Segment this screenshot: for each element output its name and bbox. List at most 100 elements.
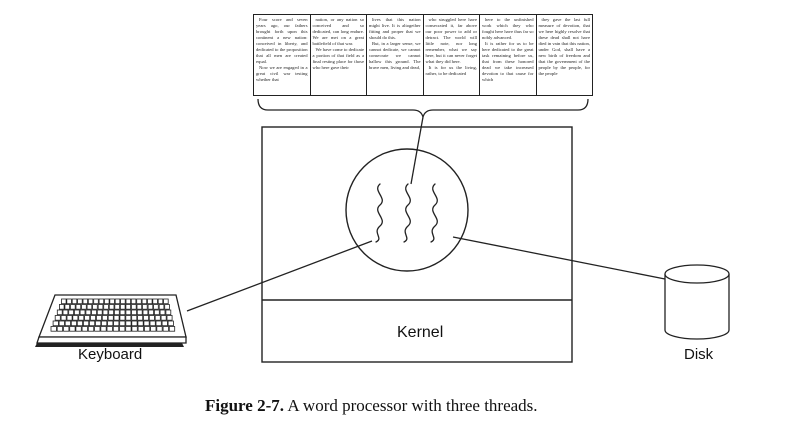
keyboard-key <box>86 304 93 310</box>
keyboard-key <box>113 320 120 327</box>
document-text-strip: Four score and seven years ago, our fath… <box>253 14 593 96</box>
keyboard-key <box>150 326 157 332</box>
keyboard-key <box>136 298 142 305</box>
figure-caption: Figure 2-7. A word processor with three … <box>205 396 538 416</box>
document-paragraph: they gave the last full measure of devot… <box>538 17 591 76</box>
keyboard-key <box>75 326 82 332</box>
line-keyboard-to-thread <box>186 240 373 312</box>
keyboard-key <box>119 320 126 327</box>
document-paragraph: who struggled here have consecrated it, … <box>425 17 478 64</box>
keyboard-key <box>113 315 120 321</box>
keyboard-key <box>89 320 96 327</box>
keyboard-key <box>114 309 120 316</box>
document-column-3: lives that this nation might live. It is… <box>367 15 424 95</box>
keyboard-key <box>69 326 76 332</box>
keyboard-key <box>92 304 98 310</box>
keyboard-key <box>76 320 84 327</box>
keyboard-key <box>125 326 132 332</box>
keyboard-key <box>125 309 132 316</box>
keyboard-key <box>153 309 160 316</box>
keyboard-key <box>107 320 114 327</box>
keyboard-key <box>120 298 126 305</box>
keyboard-key <box>136 304 143 310</box>
keyboard-key <box>107 315 114 321</box>
keyboard-key <box>147 304 154 310</box>
keyboard-key <box>162 326 169 332</box>
keyboard-key <box>79 309 86 316</box>
document-paragraph: lives that this nation might live. It is… <box>369 17 421 40</box>
keyboard-key <box>93 298 99 305</box>
keyboard-key <box>131 326 138 332</box>
figure-caption-text: A word processor with three threads. <box>287 396 538 415</box>
keyboard-key <box>119 315 126 321</box>
keyboard-key <box>96 315 102 321</box>
keyboard-key <box>81 304 87 310</box>
keyboard-key <box>125 315 132 321</box>
keyboard-key <box>98 298 105 305</box>
thread-squiggle <box>375 183 383 243</box>
document-paragraph: nation, or any nation so conceived and s… <box>312 17 365 46</box>
process-box <box>261 126 573 363</box>
keyboard-key <box>131 315 138 321</box>
figure-number: Figure 2-7. <box>205 396 285 415</box>
keyboard-key <box>96 309 103 316</box>
keyboard-key <box>94 326 101 332</box>
keyboard-key <box>90 315 96 321</box>
keyboard-key <box>166 315 173 321</box>
keyboard-key <box>75 304 82 310</box>
keyboard-key <box>137 320 144 327</box>
document-paragraph: We have come to dedicate a portion of th… <box>312 47 365 70</box>
keyboard-key <box>148 309 154 316</box>
keyboard-key <box>159 309 166 316</box>
keyboard-key <box>147 298 153 305</box>
keyboard-key <box>50 326 57 332</box>
keyboard-key <box>102 309 109 316</box>
keyboard-key <box>143 315 149 321</box>
keyboard-key <box>114 304 120 310</box>
keyboard-key <box>149 320 156 327</box>
keyboard-key <box>158 304 165 310</box>
keyboard-key <box>163 298 169 305</box>
document-paragraph: But, in a larger sense, we cannot dedica… <box>369 41 421 70</box>
keyboard-key <box>56 309 63 316</box>
keyboard-key <box>108 304 115 310</box>
keyboard-key <box>160 315 167 321</box>
keyboard-icon <box>35 294 187 347</box>
document-brace <box>257 98 589 120</box>
keyboard-key <box>141 298 148 305</box>
document-paragraph: Four score and seven years ago, our fath… <box>256 17 308 64</box>
keyboard-key <box>112 326 120 332</box>
keyboard-key <box>59 304 65 310</box>
keyboard-key <box>156 326 163 332</box>
keyboard-key <box>155 320 162 327</box>
document-column-1: Four score and seven years ago, our fath… <box>254 15 311 95</box>
keyboard-key <box>81 326 88 332</box>
threads <box>375 183 438 243</box>
keyboard-key <box>66 298 72 305</box>
keyboard-key <box>161 320 168 327</box>
keyboard-key <box>137 326 144 332</box>
thread-squiggle <box>403 183 411 243</box>
document-column-2: nation, or any nation so conceived and s… <box>311 15 367 95</box>
disk-icon <box>664 264 730 340</box>
keyboard-label: Keyboard <box>78 346 143 363</box>
keyboard-key <box>100 326 107 332</box>
keyboard-key <box>91 309 97 316</box>
disk-label: Disk <box>684 346 714 363</box>
keyboard-key <box>87 326 95 332</box>
keyboard-key <box>142 309 149 316</box>
keyboard-key <box>104 298 110 305</box>
keyboard-key <box>165 309 172 316</box>
keyboard-key <box>152 298 158 305</box>
keyboard-key <box>68 309 74 316</box>
keyboard-key <box>131 320 138 327</box>
keyboard-key <box>97 304 104 310</box>
keyboard-key <box>125 320 132 327</box>
process-circle <box>345 148 469 272</box>
keyboard-key <box>143 320 150 327</box>
keyboard-key <box>131 304 137 310</box>
keyboard-key <box>66 315 73 321</box>
keyboard-key <box>130 298 137 305</box>
keyboard-key <box>148 315 155 321</box>
